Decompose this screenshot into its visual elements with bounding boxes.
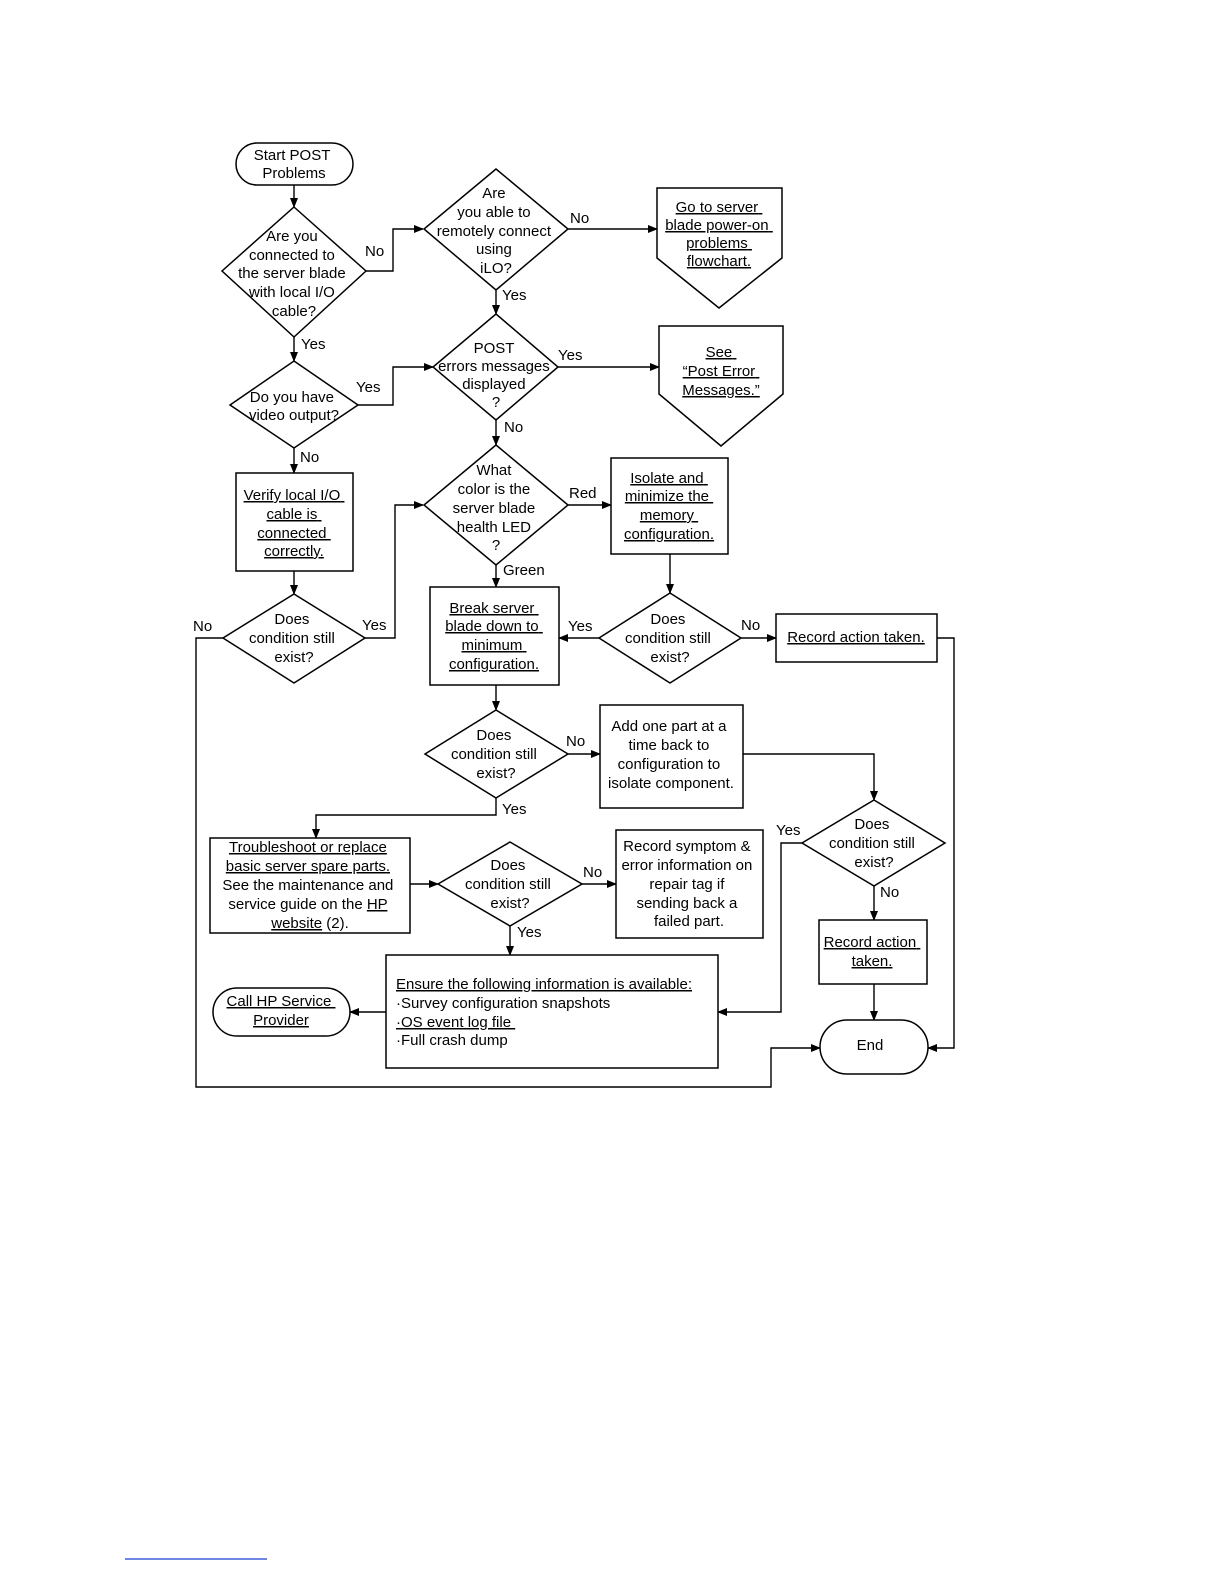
offpage-post-error-messages <box>658 325 784 447</box>
end-terminator <box>819 1019 929 1075</box>
edge-exist1-no-loop <box>195 637 821 1088</box>
troubleshoot-link[interactable]: Troubleshoot or replace <box>229 839 387 856</box>
start-label: Start POST Problems <box>254 147 335 182</box>
box-record-action-2 <box>818 919 928 985</box>
box-record-action-1-label[interactable]: Record action taken. <box>787 629 925 646</box>
label-exist1-yes: Yes <box>362 617 386 634</box>
box-isolate-memory-label[interactable]: Isolate and minimize the memory configur… <box>624 470 714 543</box>
os-event-log-link[interactable]: ·OS event log file <box>396 1014 515 1031</box>
decision-exist-4-label: Does condition still exist? <box>829 816 919 871</box>
terminator-call-hp <box>212 987 351 1037</box>
offpage-power-on <box>656 187 783 309</box>
label-post-no: No <box>504 419 523 436</box>
edge-labels: No Yes No Yes Yes No Yes No Red Green No… <box>193 210 899 941</box>
decision-led-color-label: What color is the server blade health LE… <box>453 462 540 554</box>
box-record-symptom <box>615 829 764 939</box>
decision-video-output <box>228 360 360 449</box>
label-video-yes: Yes <box>356 379 380 396</box>
label-video-no: No <box>300 449 319 466</box>
decision-exist-3-label: Does condition still exist? <box>451 727 541 782</box>
shapes <box>209 142 947 1075</box>
decision-exist-4 <box>800 799 947 887</box>
offpage-post-error-label[interactable]: See “Post Error Messages.” <box>682 344 760 399</box>
end-label: End <box>857 1037 884 1054</box>
box-troubleshoot <box>209 837 411 934</box>
decision-exist-2-label: Does condition still exist? <box>625 611 715 666</box>
box-break-down-label[interactable]: Break server blade down to minimum confi… <box>445 600 543 673</box>
label-color-red: Red <box>569 485 597 502</box>
box-ensure-info <box>385 954 719 1069</box>
decision-led-color <box>422 444 570 566</box>
box-isolate-memory <box>610 457 729 555</box>
label-remote-no: No <box>570 210 589 227</box>
decision-local-io <box>220 205 368 339</box>
label-local-yes: Yes <box>301 336 325 353</box>
edge-add-to-exist4 <box>743 753 878 801</box>
label-exist5-yes: Yes <box>517 924 541 941</box>
label-remote-yes: Yes <box>502 287 526 304</box>
box-ensure-info-label: Ensure the following information is avai… <box>396 976 696 1049</box>
edge-exist1-yes <box>365 501 424 639</box>
box-add-part <box>599 704 744 809</box>
label-exist2-no: No <box>741 617 760 634</box>
box-break-down <box>429 586 560 686</box>
label-color-green: Green <box>503 562 545 579</box>
edge-exist4-yes <box>717 842 802 1016</box>
label-exist3-no: No <box>566 733 585 750</box>
decision-video-label: Do you have video output? <box>249 389 339 424</box>
label-exist4-no: No <box>880 884 899 901</box>
decision-exist-5-label: Does condition still exist? <box>465 857 555 912</box>
edge-local-no <box>366 225 424 272</box>
label-exist3-yes: Yes <box>502 801 526 818</box>
label-exist1-no: No <box>193 618 212 635</box>
box-troubleshoot-label: Troubleshoot or replace basic server spa… <box>222 839 397 932</box>
decision-remote-ilo <box>422 168 570 291</box>
label-post-yes: Yes <box>558 347 582 364</box>
decision-exist-5 <box>436 841 584 927</box>
decision-post-errors-label: POST errors messages displayed ? <box>438 340 554 411</box>
decision-remote-ilo-label: Are you able to remotely connect using i… <box>437 185 555 277</box>
node-labels: Start POST Problems Are you connected to… <box>222 147 924 1054</box>
label-exist5-no: No <box>583 864 602 881</box>
hp-website-link[interactable]: HP <box>367 896 388 913</box>
offpage-power-on-label[interactable]: Go to server blade power-on problems flo… <box>665 199 773 270</box>
decision-exist-3 <box>423 709 570 799</box>
decision-exist-2 <box>597 592 743 684</box>
label-exist2-yes: Yes <box>568 618 592 635</box>
label-exist4-yes: Yes <box>776 822 800 839</box>
decision-exist-1-label: Does condition still exist? <box>249 611 339 666</box>
box-record-action-1 <box>775 613 938 663</box>
box-record-action-2-label[interactable]: Record action taken. <box>824 934 921 970</box>
start-terminator <box>235 142 354 186</box>
connectors <box>195 185 955 1088</box>
decision-local-io-label: Are you connected to the server blade wi… <box>238 228 350 320</box>
box-add-part-label: Add one part at a time back to configura… <box>608 718 734 792</box>
call-hp-label[interactable]: Call HP Service Provider <box>227 993 336 1029</box>
box-record-symptom-label: Record symptom & error information on re… <box>621 838 756 930</box>
edge-exist3-yes <box>312 798 497 839</box>
edge-video-yes <box>358 363 434 406</box>
label-local-no: No <box>365 243 384 260</box>
decision-post-errors <box>431 313 560 421</box>
edge-record1-to-end <box>927 637 955 1052</box>
decision-exist-1 <box>221 593 367 684</box>
box-verify-io-label[interactable]: Verify local I/O cable is connected corr… <box>244 487 345 560</box>
box-verify-io <box>235 472 354 572</box>
